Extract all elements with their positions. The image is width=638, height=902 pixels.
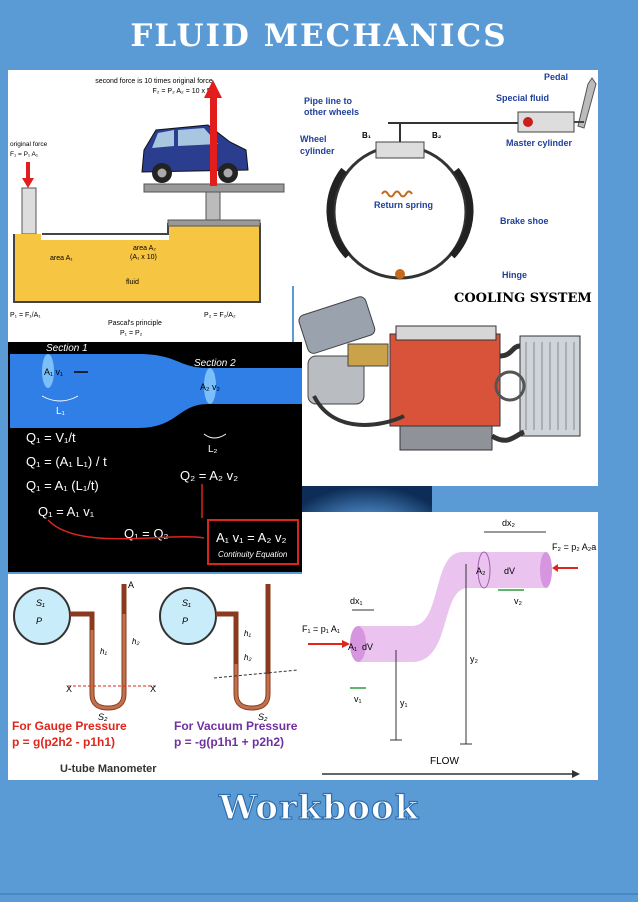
section2-label: Section 2 xyxy=(194,358,236,369)
gauge-pressure-formula: p = g(p2h2 - p1h1) xyxy=(12,735,115,749)
fluid-label: fluid xyxy=(126,279,139,286)
s2-label-right: S₂ xyxy=(258,712,268,722)
special-fluid-label: Special fluid xyxy=(496,93,549,103)
return-spring-label: Return spring xyxy=(374,200,433,210)
brake-shoe-label: Brake shoe xyxy=(500,216,549,226)
v2-label: v₂ xyxy=(514,596,523,606)
pascal-diagram: second force is 10 times original force … xyxy=(8,70,292,342)
wheel-cylinder-label-2: cylinder xyxy=(300,146,335,156)
a1v1-label: A₁ v₁ xyxy=(44,367,63,377)
v1-label: v₁ xyxy=(354,694,362,704)
h2-label-left: h₂ xyxy=(132,637,140,646)
pipe-label-2: other wheels xyxy=(304,107,359,117)
cooling-system-diagram: COOLING SYSTEM xyxy=(294,286,598,486)
principle-formula: P₁ = P₂ xyxy=(120,330,143,337)
bernoulli-diagram: dx₂ F₂ = p₂ A₂a A₂ dV v₂ dx₁ F₁ = p₁ A₁ … xyxy=(302,512,598,780)
manometer-diagram: S₁ P A h₁ h₂ X X S₂ S₁ P h₁ h₂ S₂ For Ga… xyxy=(8,574,302,780)
car-icon xyxy=(141,124,249,183)
area2-label: area A₂ xyxy=(133,245,156,252)
pipe-label-1: Pipe line to xyxy=(304,96,353,106)
b1-label: B₁ xyxy=(362,131,372,140)
a2-label: A₂ xyxy=(476,566,486,576)
l1-label: L₁ xyxy=(56,406,66,417)
p2-formula: P₂ = F₂/A₂ xyxy=(204,312,236,319)
vacuum-pressure-title: For Vacuum Pressure xyxy=(174,719,298,733)
continuity-result: A₁ v₁ = A₂ v₂ xyxy=(216,530,287,545)
h1-label-left: h₁ xyxy=(100,647,107,656)
dv-label-top: dV xyxy=(504,566,515,576)
s2-label-left: S₂ xyxy=(98,712,108,722)
p-label-left: P xyxy=(36,616,42,626)
eq-q1-def: Q₁ = V₁/t xyxy=(26,430,76,445)
dx1-label: dx₁ xyxy=(350,596,363,606)
p1-formula: P₁ = F₁/A₁ xyxy=(10,312,41,319)
s1-label-left: S₁ xyxy=(36,598,45,608)
pascal-top-caption-2: F₂ = P₂ A₂ = 10 x F₁ xyxy=(152,88,214,95)
eq-q1-av: Q₁ = A₁ v₁ xyxy=(38,504,95,519)
bottom-divider xyxy=(0,893,638,895)
area2-sub: (A₁ x 10) xyxy=(130,254,157,261)
dv-label-bottom: dV xyxy=(362,642,373,652)
pascal-top-caption-1: second force is 10 times original force xyxy=(95,78,213,85)
area1-label: area A₁ xyxy=(50,255,73,262)
principle-label: Pascal's principle xyxy=(108,320,162,327)
hinge-label: Hinge xyxy=(502,270,527,280)
section1-label: Section 1 xyxy=(46,343,88,354)
continuity-diagram: Section 1 Section 2 A₁ v₁ A₂ v₂ L₁ L₂ Q₁… xyxy=(8,342,302,572)
b2-label: B₂ xyxy=(432,131,442,140)
a1-label: A₁ xyxy=(348,642,357,652)
manometer-caption: U-tube Manometer xyxy=(60,763,157,775)
y1-label: y₁ xyxy=(400,698,408,708)
workbook-subtitle: Workbook xyxy=(218,787,420,828)
vacuum-pressure-formula: p = -g(p1h1 + p2h2) xyxy=(174,735,284,749)
gauge-pressure-title: For Gauge Pressure xyxy=(12,719,127,733)
a2v2-label: A₂ v₂ xyxy=(200,382,220,392)
orig-force-formula: F₁ = P₁ A₁ xyxy=(10,151,39,158)
f2-label: F₂ = p₂ A₂a xyxy=(552,542,596,552)
x-label-left-2: X xyxy=(150,684,156,694)
x-label-left: X xyxy=(66,684,72,694)
eq-q2-av: Q₂ = A₂ v₂ xyxy=(180,468,238,483)
h2-label-right: h₂ xyxy=(244,653,252,662)
p-label-right: P xyxy=(182,616,188,626)
wheel-cylinder-label-1: Wheel xyxy=(300,134,327,144)
y2-label: y₂ xyxy=(470,654,479,664)
pedal-label: Pedal xyxy=(544,72,568,82)
cooling-system-title: COOLING SYSTEM xyxy=(454,291,592,306)
s1-label-right: S₁ xyxy=(182,598,191,608)
master-cylinder-label: Master cylinder xyxy=(506,138,573,148)
eq-q1-al: Q₁ = (A₁ L₁) / t xyxy=(26,454,107,469)
brake-diagram: Pedal Special fluid Pipe line to other w… xyxy=(292,70,598,286)
page-title: FLUID MECHANICS xyxy=(130,18,508,54)
orig-force-label: original force xyxy=(10,141,48,148)
h1-label-right: h₁ xyxy=(244,629,251,638)
eq-q1-lt: Q₁ = A₁ (L₁/t) xyxy=(26,478,99,493)
a-label: A xyxy=(128,580,134,590)
flow-label: FLOW xyxy=(430,756,459,767)
dx2-label: dx₂ xyxy=(502,518,516,528)
l2-label: L₂ xyxy=(208,444,218,455)
f1-label: F₁ = p₁ A₁ xyxy=(302,624,340,634)
continuity-result-label: Continuity Equation xyxy=(218,550,288,559)
